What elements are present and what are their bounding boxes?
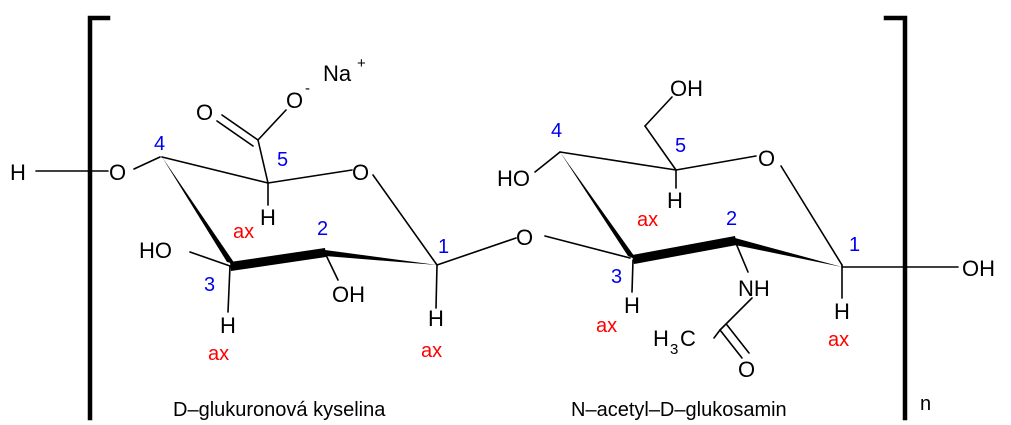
- bond-o5-c1-right: [780, 165, 843, 266]
- right-bracket: [883, 15, 908, 421]
- atom-ho4: HO: [497, 166, 530, 191]
- wedge-c2-c1: [325, 250, 437, 265]
- bond-c3-h: [227, 265, 231, 313]
- caption-glucuronic-acid: D–glukuronová kyselina: [173, 399, 386, 421]
- atom-h3c-h: H: [653, 326, 669, 351]
- atom-ho3: HO: [139, 238, 172, 263]
- wedge-c3-c2: [230, 248, 326, 271]
- bond-o5-c1: [372, 174, 438, 266]
- atom-o-anion: O: [286, 88, 303, 113]
- atom-h3: H: [220, 313, 236, 338]
- atom-o-ring-left: O: [352, 160, 369, 185]
- ring-number-r5: 5: [675, 135, 686, 157]
- atom-oh2: OH: [332, 282, 365, 307]
- left-bracket: [87, 15, 111, 421]
- bond-c3-h-right: [631, 259, 634, 293]
- wedge-c4-c3-right: [560, 152, 637, 260]
- glucosamine-ring-bonds: [534, 96, 959, 359]
- bond-c2-oh: [324, 252, 339, 281]
- bond-c5-c6: [644, 125, 677, 171]
- atom-na: Na: [323, 61, 352, 86]
- atom-o-glycosidic: O: [516, 225, 533, 250]
- bond-c6-oh: [644, 96, 673, 127]
- charge-plus: +: [357, 55, 366, 72]
- bond-amide-co-a: [719, 329, 743, 359]
- atom-h3c-c: C: [680, 326, 696, 351]
- atom-h1-right: H: [834, 299, 850, 324]
- ring-number-l3: 3: [204, 274, 215, 296]
- bond-h3c-cacyl: [713, 329, 721, 339]
- ring-number-r2: 2: [726, 208, 737, 230]
- axial-label-r-h4: ax: [637, 209, 658, 231]
- bond-c5-carboxyl: [257, 139, 269, 184]
- atom-oh6: OH: [670, 76, 703, 101]
- bond-amide-co-b: [726, 324, 750, 354]
- bond-o-c4: [133, 156, 161, 170]
- bond-carbonyl-a: [221, 114, 259, 141]
- atom-o-amide: O: [738, 357, 755, 382]
- atom-oh-terminal: OH: [962, 256, 995, 281]
- atom-o-carbonyl: O: [196, 100, 213, 125]
- axial-label-r-h3: ax: [596, 315, 617, 337]
- bond-nh-cacyl: [719, 297, 753, 331]
- axial-labels: ax ax ax ax ax ax: [208, 209, 849, 365]
- charge-minus: -: [305, 80, 310, 97]
- axial-label-l-h1: ax: [421, 340, 442, 362]
- atom-labels: H O O O O - Na + H HO H OH H O OH HO O H…: [10, 55, 995, 382]
- bond-carboxyl-o-minus: [257, 109, 287, 141]
- axial-label-l-h3: ax: [208, 343, 229, 365]
- atom-o-ring-right: O: [758, 146, 775, 171]
- ring-number-r1: 1: [849, 234, 860, 256]
- ring-number-l1: 1: [438, 236, 449, 258]
- ring-number-l5: 5: [277, 149, 288, 171]
- wedge-c2-c1-right: [735, 238, 842, 267]
- bond-glycosidic-o-c3: [544, 235, 631, 259]
- atom-h3-right: H: [624, 293, 640, 318]
- caption-acetylglucosamine: N–acetyl–D–glukosamin: [571, 399, 787, 421]
- axial-label-r-h1: ax: [828, 329, 849, 351]
- wedge-c3-c2-right: [632, 236, 737, 264]
- atom-h-left: H: [10, 160, 26, 185]
- bond-c1-h: [435, 264, 438, 309]
- bond-c1-glycosidic-o: [436, 237, 517, 266]
- ring-number-r3: 3: [611, 266, 622, 288]
- bond-carbonyl-b: [216, 120, 254, 147]
- ring-number-r4: 4: [551, 120, 562, 142]
- atom-nh: NH: [738, 276, 770, 301]
- repeat-subscript-n: n: [920, 393, 931, 415]
- bond-c4-ho: [534, 151, 561, 173]
- bond-c5-o5-right: [675, 155, 757, 171]
- ring-number-l2: 2: [317, 218, 328, 240]
- wedge-c4-c3: [162, 157, 235, 264]
- bond-c5-o5: [267, 169, 353, 184]
- glucuronic-ring-bonds: [35, 109, 517, 313]
- ring-numbers: 4 5 2 3 1 4 5 2 3 1: [154, 120, 860, 296]
- ring-number-l4: 4: [154, 133, 165, 155]
- atom-h5-left: H: [260, 205, 276, 230]
- bond-c2-nh: [734, 240, 749, 273]
- axial-label-l-h5: ax: [233, 221, 254, 243]
- atom-h3c-subscript: 3: [670, 341, 678, 358]
- atom-h1-left: H: [428, 306, 444, 331]
- atom-o-link-left: O: [109, 160, 126, 185]
- bond-c4-c5: [161, 156, 269, 184]
- atom-h5-right: H: [667, 188, 683, 213]
- bond-c4-c5-right: [559, 151, 677, 171]
- bond-c3-ho: [189, 251, 231, 267]
